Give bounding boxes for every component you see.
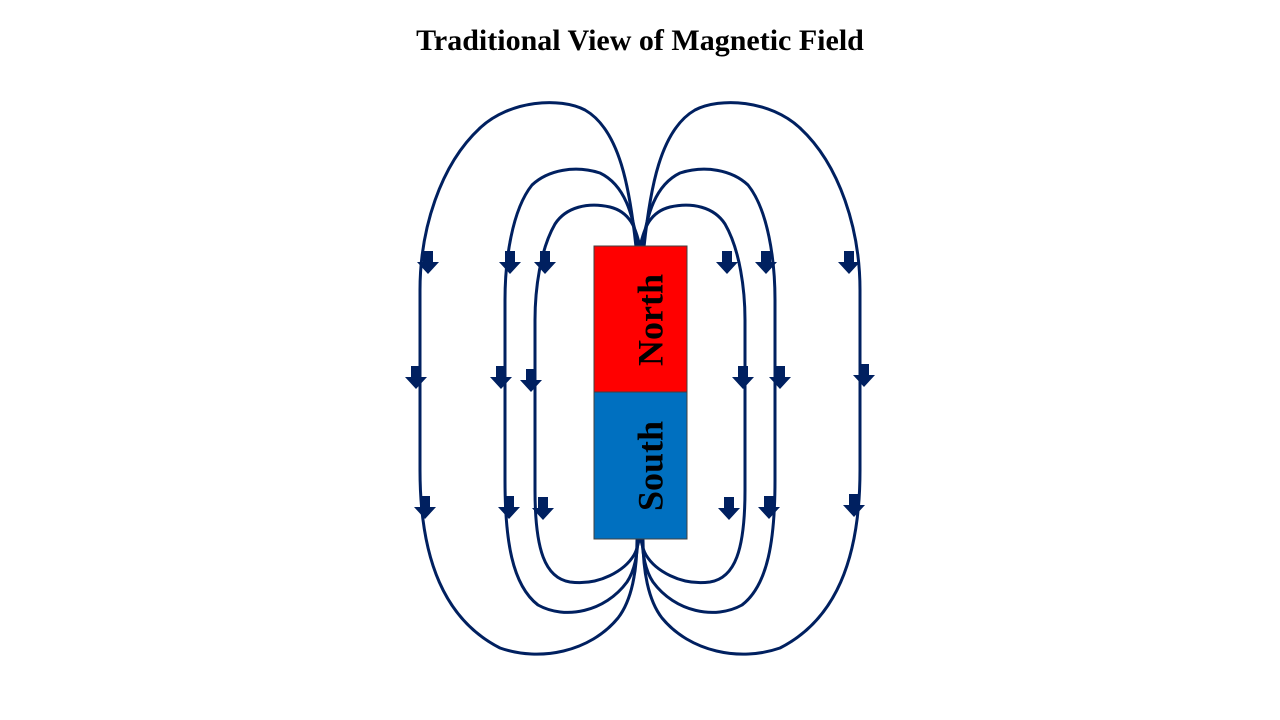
down-arrow-icon	[499, 251, 521, 274]
down-arrow-icon	[498, 496, 520, 519]
bar-magnet: North South	[593, 245, 688, 540]
north-pole	[593, 245, 688, 393]
field-line-right-outer	[641, 101, 862, 656]
down-arrow-icon	[843, 494, 865, 517]
field-line-left-inner	[533, 203, 642, 585]
down-arrow-icon	[414, 496, 436, 519]
field-line-right-inner	[638, 203, 747, 585]
down-arrow-icon	[758, 496, 780, 519]
down-arrow-icon	[853, 364, 875, 387]
field-lines-right	[638, 101, 862, 656]
south-pole	[593, 391, 688, 540]
south-pole-label: South	[630, 421, 670, 511]
down-arrow-icon	[718, 497, 740, 520]
field-line-right-middle	[640, 167, 777, 614]
field-line-left-middle	[503, 167, 640, 614]
down-arrow-icon	[769, 366, 791, 389]
down-arrow-icon	[716, 251, 738, 274]
field-lines	[418, 101, 642, 656]
north-pole-label: North	[630, 274, 670, 366]
down-arrow-icon	[405, 366, 427, 389]
down-arrow-icon	[490, 366, 512, 389]
down-arrow-icon	[534, 251, 556, 274]
down-arrow-icon	[732, 366, 754, 389]
diagram-title: Traditional View of Magnetic Field	[416, 24, 864, 57]
down-arrow-icon	[520, 369, 542, 392]
field-line-left-outer	[418, 101, 639, 656]
